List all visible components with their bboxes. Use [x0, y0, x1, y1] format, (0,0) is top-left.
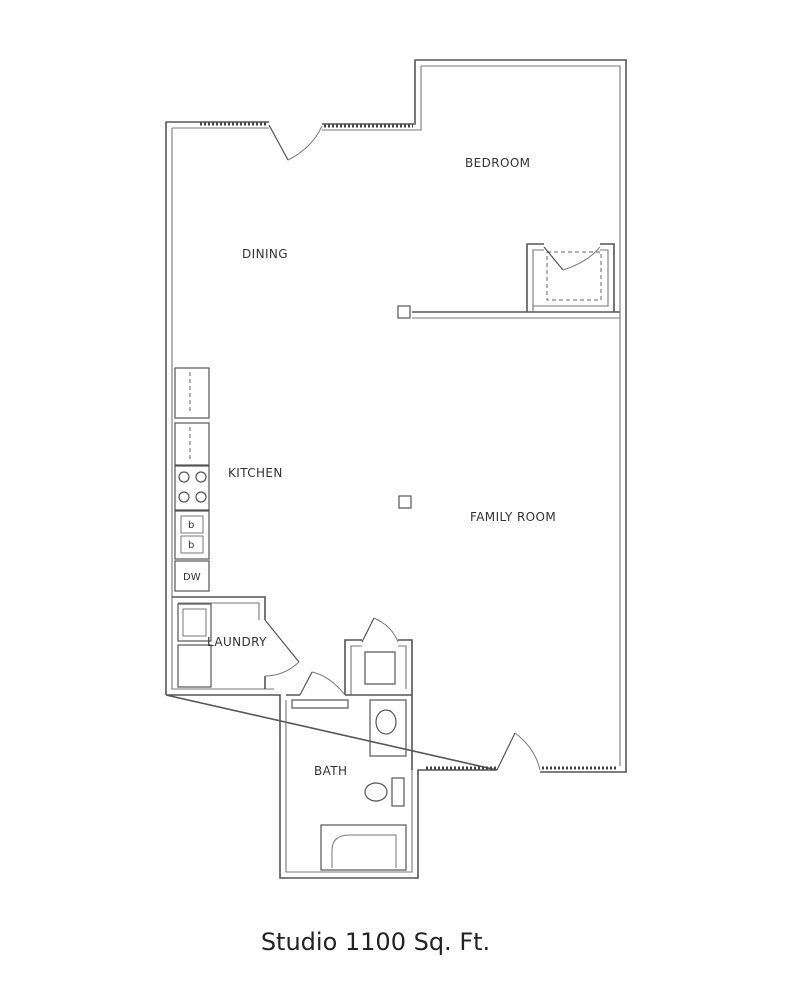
- dryer: [177, 644, 212, 688]
- exterior-walls: [165, 59, 627, 879]
- bath-sink: [375, 709, 397, 735]
- room-label-bath: BATH: [314, 764, 347, 778]
- toilet-tank: [391, 777, 405, 807]
- plan-caption: Studio 1100 Sq. Ft.: [260, 928, 491, 956]
- bathtub: [320, 824, 407, 871]
- patio-door: [496, 732, 541, 771]
- room-label-dining: DINING: [242, 247, 288, 261]
- windows: [200, 122, 618, 770]
- room-label-bedroom: BEDROOM: [465, 156, 530, 170]
- water-heater: [364, 651, 396, 685]
- bedroom-partition: [397, 243, 620, 319]
- room-label-family-room: FAMILY ROOM: [470, 510, 556, 524]
- dishwasher: [174, 560, 210, 592]
- toilet: [364, 782, 388, 802]
- dishwasher-label: DW: [183, 572, 201, 583]
- bath-walls: [286, 617, 413, 871]
- room-label-laundry: LAUNDRY: [207, 635, 267, 649]
- laundry-room: [172, 596, 300, 689]
- kitchen-counter: [174, 367, 210, 592]
- bath-sink-counter: [369, 699, 407, 757]
- room-label-kitchen: KITCHEN: [228, 466, 283, 480]
- sink-bowl-label-1: b: [188, 520, 194, 531]
- vanity: [291, 699, 349, 709]
- column: [398, 495, 412, 509]
- sink-bowl-label-2: b: [188, 540, 194, 551]
- washer: [177, 603, 212, 642]
- stove: [174, 465, 210, 511]
- kitchen-sink: [174, 510, 210, 560]
- entry-door: [268, 124, 323, 161]
